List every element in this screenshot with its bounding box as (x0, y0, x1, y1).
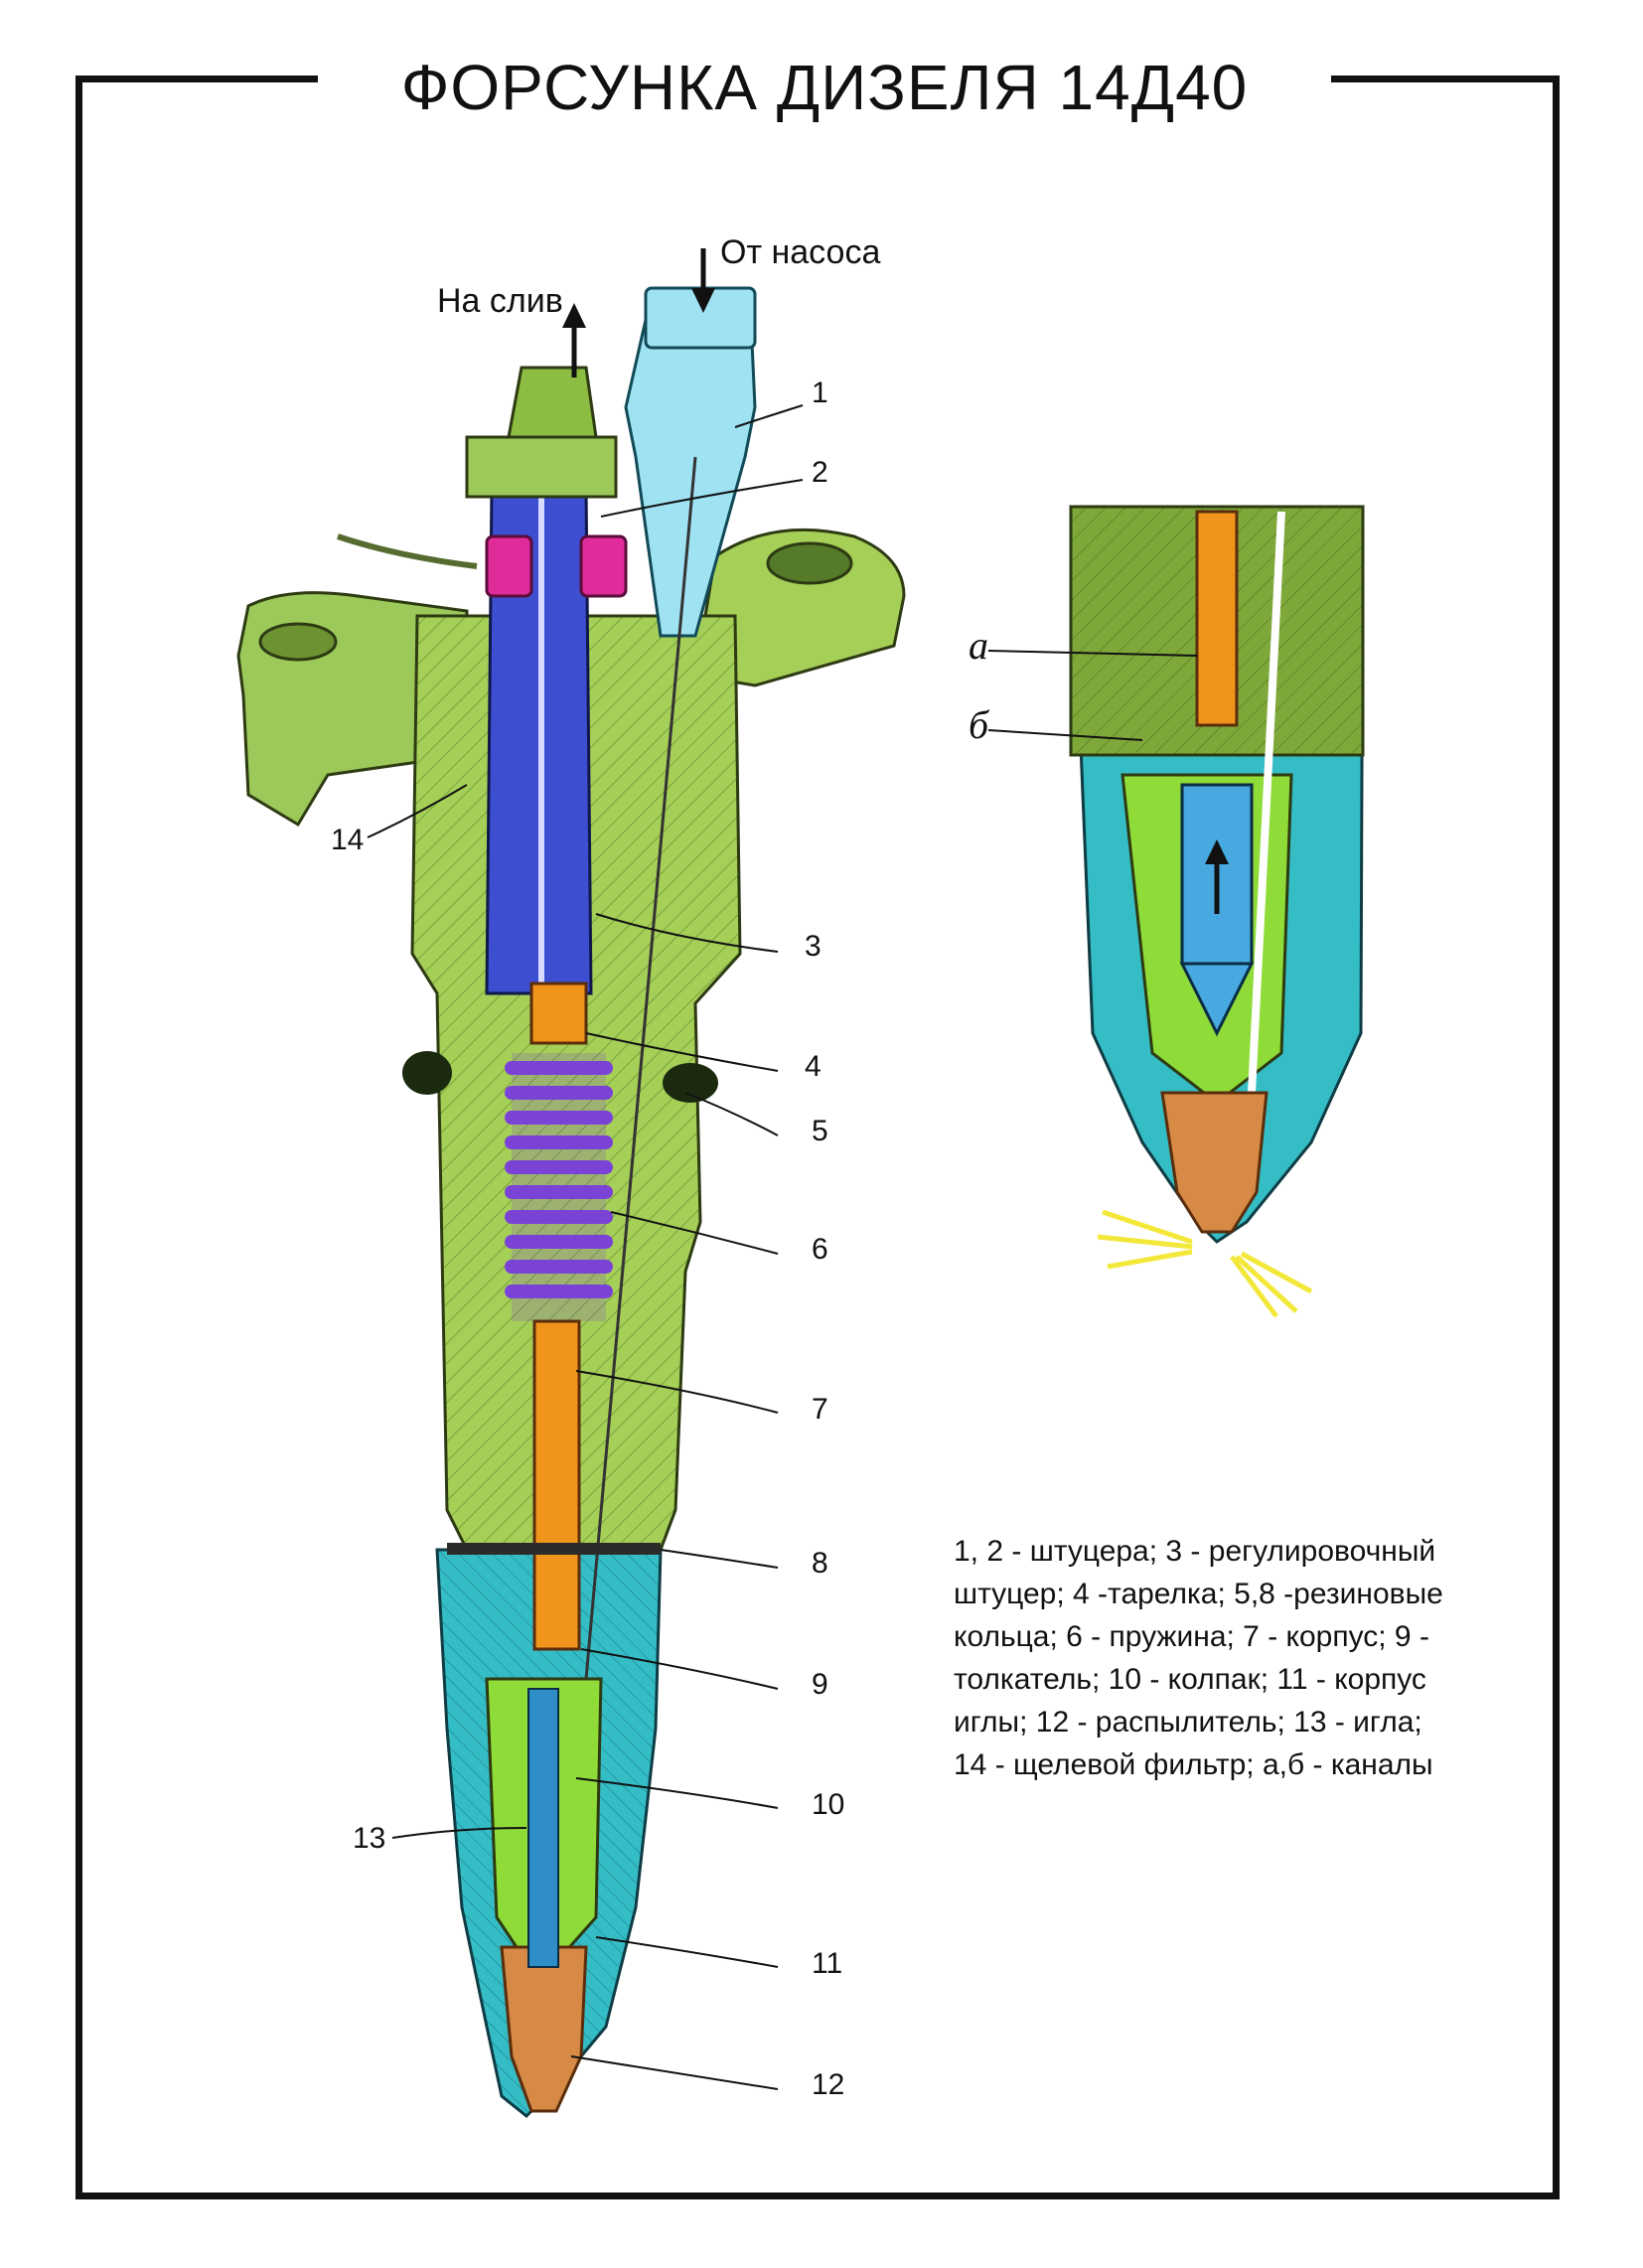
from-pump-label: От насоса (720, 233, 880, 271)
nozzle-detail (1069, 505, 1365, 1318)
channel-label-a: а (969, 623, 988, 668)
part-number-12: 12 (812, 2068, 844, 2101)
part-number-4: 4 (805, 1050, 822, 1083)
channel-label-b: б (969, 702, 990, 747)
legend-line: 14 - щелевой фильтр; а,б - каналы (954, 1748, 1433, 1781)
legend: 1, 2 - штуцера; 3 - регулировочный штуце… (954, 1530, 1540, 1786)
part-number-14: 14 (331, 824, 364, 856)
poster-title: ФОРСУНКА ДИЗЕЛЯ 14Д40 (318, 48, 1331, 127)
part-number-13: 13 (353, 1822, 385, 1855)
part-number-2: 2 (812, 456, 828, 489)
part-number-9: 9 (812, 1668, 828, 1701)
legend-line: иглы; 12 - распылитель; 13 - игла; (954, 1706, 1422, 1739)
spring (505, 1053, 613, 1321)
part-number-1: 1 (812, 377, 828, 409)
fuel-spray-left (1097, 1209, 1193, 1270)
legend-line: 1, 2 - штуцера; 3 - регулировочный (954, 1535, 1436, 1568)
part-number-10: 10 (812, 1788, 844, 1821)
leader-lines (367, 404, 1198, 2090)
injector-body (236, 248, 906, 2119)
part-number-3: 3 (805, 930, 822, 963)
part-number-5: 5 (812, 1115, 828, 1147)
part-number-11: 11 (812, 1947, 842, 1980)
drain-label: На слив (437, 282, 563, 320)
part-number-7: 7 (812, 1393, 828, 1426)
legend-line: кольца; 6 - пружина; 7 - корпус; 9 - (954, 1620, 1429, 1653)
legend-line: штуцер; 4 -тарелка; 5,8 -резиновые (954, 1578, 1443, 1610)
part-number-8: 8 (812, 1547, 828, 1580)
part-number-6: 6 (812, 1233, 828, 1266)
legend-line: толкатель; 10 - колпак; 11 - корпус (954, 1663, 1426, 1696)
fuel-spray-right (1230, 1251, 1313, 1318)
